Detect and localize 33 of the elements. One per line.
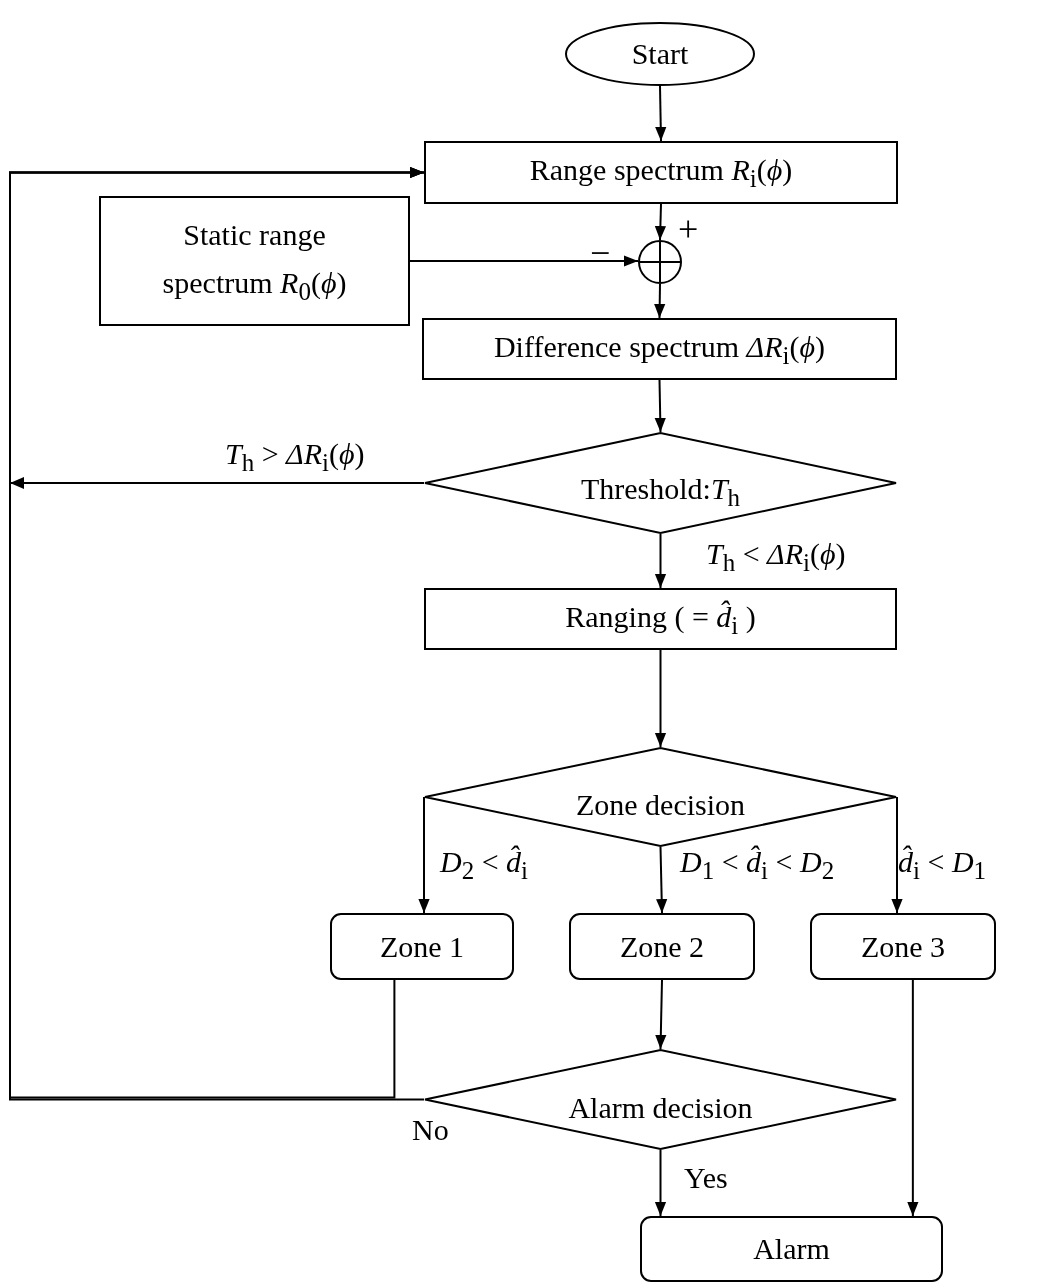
edge-label: No	[412, 1112, 449, 1148]
edge-label: D$_{2}$ < d̂$_{i}$	[440, 844, 529, 886]
edge-label: Yes	[684, 1160, 728, 1196]
edge-label: +	[678, 208, 699, 251]
decision-diamond	[424, 747, 897, 847]
node-label: Zone 1	[379, 928, 465, 965]
summing-junction-icon	[638, 240, 682, 284]
node-label: Ranging ( = d̂$_{i}$ )	[565, 598, 756, 641]
node-label: Alarm decision	[568, 1089, 753, 1126]
process-box	[424, 141, 898, 204]
node-label: Zone decision	[575, 787, 746, 823]
rounded-box	[640, 1216, 943, 1282]
process-box	[424, 588, 897, 650]
node-label: Zone 2	[619, 928, 705, 965]
process-box	[422, 318, 897, 380]
edge-label: −	[590, 232, 611, 275]
rounded-box	[569, 913, 755, 980]
process-box	[99, 196, 410, 326]
node-label: Alarm	[753, 1231, 830, 1267]
edge-label: T$_{h}$ > ΔR$_{i}$(ϕ)	[225, 436, 365, 478]
rounded-box	[330, 913, 514, 980]
decision-diamond	[424, 432, 897, 534]
edge-label: D$_{1}$ < d̂$_{i}$ < D$_{2}$	[680, 844, 835, 886]
start-ellipse	[565, 22, 755, 86]
node-label: Start	[631, 36, 689, 72]
node-label: Difference spectrum ΔR$_{i}$(ϕ)	[493, 328, 826, 371]
edge-label: T$_{h}$ < ΔR$_{i}$(ϕ)	[706, 536, 846, 578]
rounded-box	[810, 913, 996, 980]
node-label: Range spectrum R$_{i}$(ϕ)	[529, 152, 793, 194]
node-label: Static range spectrum R$_{0}$(ϕ)	[161, 216, 348, 307]
node-label: Threshold:T$_{h}$	[580, 470, 741, 513]
node-label: Zone 3	[860, 928, 946, 965]
edge-label: d̂$_{i}$ < D$_{1}$	[898, 844, 987, 886]
